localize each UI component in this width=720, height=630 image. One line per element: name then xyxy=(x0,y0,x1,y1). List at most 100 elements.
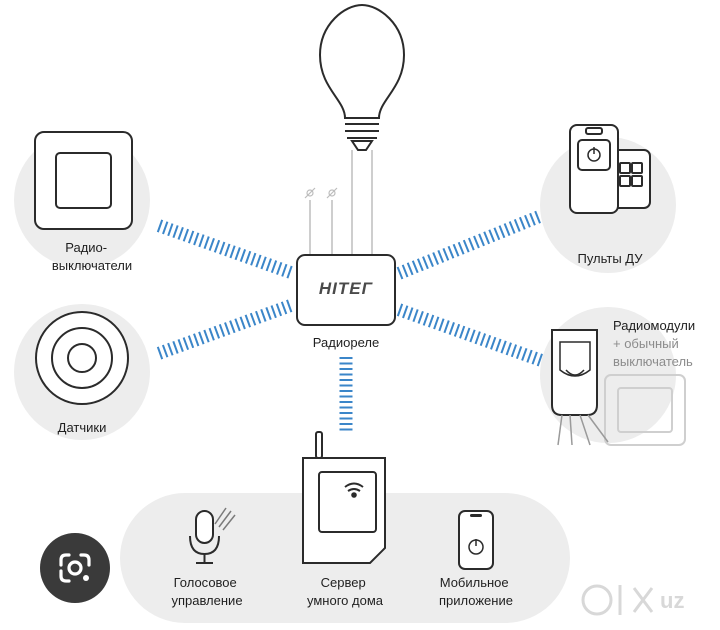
signal-dash xyxy=(433,316,440,330)
smartphone-icon xyxy=(458,510,494,570)
signal-dash xyxy=(503,223,511,236)
radio-modules-label: Радиомодули xyxy=(613,318,695,333)
signal-to-radio-switches xyxy=(156,219,293,279)
signal-dash xyxy=(447,245,455,259)
signal-dash xyxy=(255,254,262,268)
signal-dash xyxy=(182,228,190,242)
signal-dash xyxy=(462,239,470,253)
signal-dash xyxy=(229,245,236,259)
signal-dash xyxy=(270,305,277,319)
signal-dash xyxy=(265,307,272,320)
signal-dash xyxy=(213,325,221,339)
signal-dash xyxy=(239,249,247,262)
server-label: Сервер умного дома xyxy=(307,575,384,608)
signal-dash xyxy=(213,239,221,253)
radio-signals xyxy=(156,210,543,431)
signal-dash xyxy=(524,214,531,228)
signal-dash xyxy=(156,346,164,360)
signal-dash xyxy=(249,312,257,326)
radio-modules-sub2: выключатель xyxy=(613,354,693,369)
signal-dash xyxy=(422,312,430,326)
signal-dash xyxy=(531,351,538,365)
signal-to-remotes xyxy=(396,210,541,280)
signal-dash xyxy=(208,237,215,251)
signal-dash xyxy=(276,261,283,275)
signal-dash xyxy=(260,308,267,322)
signal-dash xyxy=(229,320,236,334)
signal-dash xyxy=(167,342,174,356)
google-lens-button[interactable] xyxy=(40,533,110,603)
remotes-label: Пульты ДУ xyxy=(577,251,643,266)
radio-modules-sub1: + обычный xyxy=(613,336,679,351)
signal-dash xyxy=(443,320,450,334)
signal-dash xyxy=(422,256,429,270)
signal-dash xyxy=(177,339,184,352)
hub-label: Радиореле xyxy=(313,335,379,350)
radio-relay-device xyxy=(296,254,396,326)
signal-dash xyxy=(250,252,257,266)
signal-dash xyxy=(275,303,283,317)
signal-dash xyxy=(172,340,179,354)
signal-dash xyxy=(457,241,465,255)
signal-dash xyxy=(406,262,414,276)
signal-dash xyxy=(469,329,476,343)
signal-dash xyxy=(167,223,174,237)
sensors-label: Датчики xyxy=(58,420,107,435)
signal-dash xyxy=(500,340,507,354)
google-lens-icon xyxy=(59,553,91,583)
radio-module-icon xyxy=(551,329,609,446)
signal-dash xyxy=(448,322,455,335)
signal-dash xyxy=(513,219,521,232)
olx-watermark xyxy=(581,584,654,616)
signal-dash xyxy=(479,333,487,347)
signal-dash xyxy=(187,335,195,349)
signal-dash xyxy=(401,264,409,278)
wire-end-icons xyxy=(304,187,338,199)
signal-dash xyxy=(198,234,205,248)
signal-dash xyxy=(239,316,246,330)
signal-dash xyxy=(437,250,445,263)
signal-dash xyxy=(427,254,434,267)
signal-dash xyxy=(182,337,190,351)
signal-dash xyxy=(483,231,491,245)
signal-dash xyxy=(270,260,278,274)
sound-wave-icon xyxy=(214,507,236,531)
signal-dash xyxy=(459,325,466,339)
signal-dash xyxy=(286,299,293,313)
signal-dash xyxy=(203,329,210,343)
wires xyxy=(309,150,373,255)
signal-dash xyxy=(505,342,512,356)
signal-dash xyxy=(224,322,231,336)
signal-dash xyxy=(510,344,518,358)
signal-dash xyxy=(187,230,195,244)
signal-dash xyxy=(412,309,419,323)
signal-dash xyxy=(432,252,440,265)
signal-dash xyxy=(172,225,179,239)
signal-dash xyxy=(495,338,502,352)
signal-dash xyxy=(536,353,543,367)
signal-dash xyxy=(203,236,210,250)
signal-dash xyxy=(484,334,492,348)
signal-dash xyxy=(515,346,523,360)
signal-to-server xyxy=(339,357,353,431)
microphone-icon xyxy=(189,510,220,564)
signal-dash xyxy=(265,258,272,272)
sensor-icon xyxy=(35,311,129,405)
signal-dash xyxy=(244,250,252,264)
light-bulb-icon xyxy=(318,3,406,151)
signal-dash xyxy=(453,323,461,337)
signal-dash xyxy=(402,305,409,319)
signal-dash xyxy=(198,331,205,345)
signal-dash xyxy=(161,344,169,358)
signal-dash xyxy=(464,327,471,341)
watermark-text: uz xyxy=(660,588,684,613)
signal-dash xyxy=(193,232,200,246)
signal-dash xyxy=(177,226,184,240)
signal-dash xyxy=(411,260,419,274)
signal-dash xyxy=(218,323,226,337)
signal-dash xyxy=(442,248,450,261)
signal-dash xyxy=(498,225,506,239)
signal-dash xyxy=(473,235,480,249)
signal-dash xyxy=(280,301,288,315)
